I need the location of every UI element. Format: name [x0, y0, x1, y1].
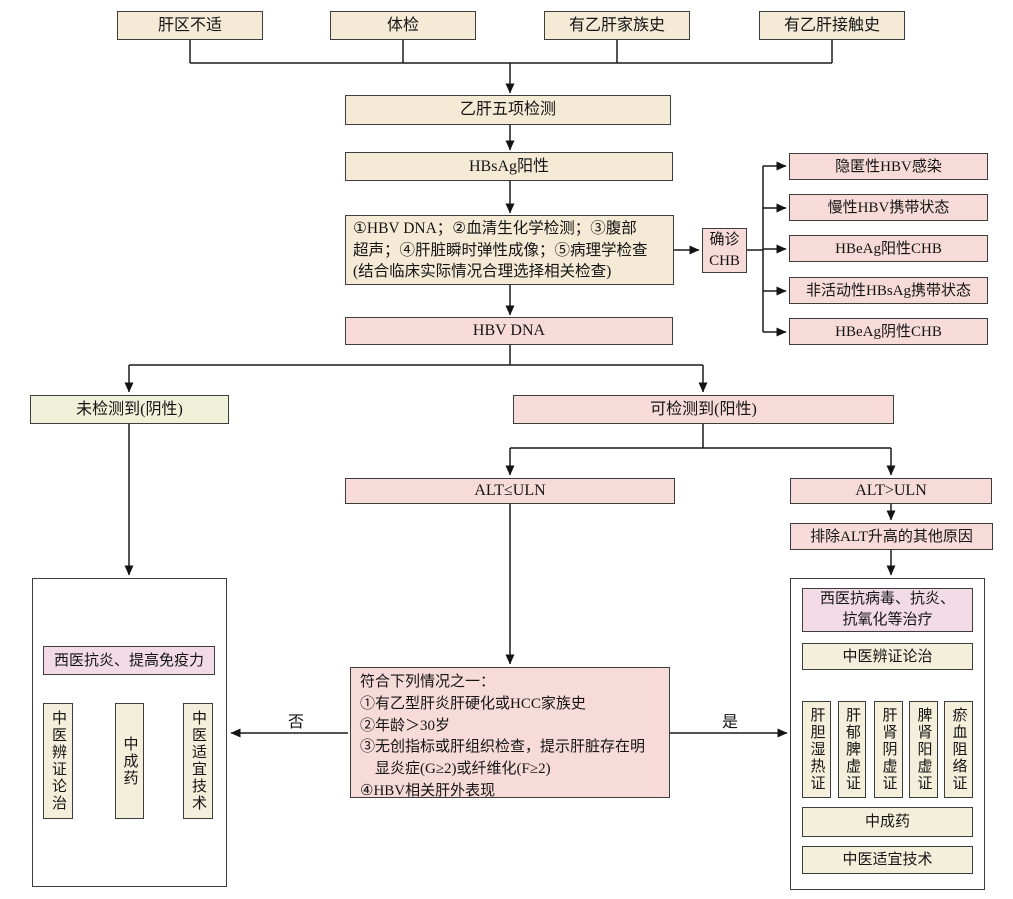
- node-contact-history: 有乙肝接触史: [759, 11, 905, 40]
- node-confirm-chb: 确诊 CHB: [702, 228, 747, 273]
- node-exclude-other-causes: 排除ALT升高的其他原因: [790, 523, 993, 550]
- node-occult-hbv: 隐匿性HBV感染: [789, 153, 988, 180]
- node-alt-normal: ALT≤ULN: [345, 478, 675, 504]
- node-left-chinese-patent-medicine: 中成药: [115, 703, 144, 819]
- node-western-antiviral: 西医抗病毒、抗炎、 抗氧化等治疗: [802, 588, 973, 632]
- label-yes: 是: [722, 714, 739, 731]
- node-hbeag-negative-chb: HBeAg阴性CHB: [789, 318, 988, 345]
- node-syndrome-spleen-kidney-yang-deficiency: 脾肾阳虚证: [909, 701, 938, 798]
- node-inactive-hbsag-carrier: 非活动性HBsAg携带状态: [789, 277, 988, 304]
- node-five-item-test: 乙肝五项检测: [345, 95, 671, 125]
- node-right-chinese-patent-medicine: 中成药: [802, 807, 973, 837]
- node-family-history: 有乙肝家族史: [544, 11, 690, 40]
- node-western-antiinflammatory: 西医抗炎、提高免疫力: [43, 646, 215, 675]
- node-left-tcm-techniques: 中医适宜技术: [183, 703, 213, 819]
- node-syndrome-liver-kidney-yin-deficiency: 肝肾阴虚证: [874, 701, 903, 798]
- node-right-tcm-techniques: 中医适宜技术: [802, 846, 973, 874]
- node-alt-elevated: ALT>ULN: [790, 478, 992, 504]
- node-syndrome-liver-gallbladder-damp-heat: 肝胆湿热证: [802, 701, 831, 798]
- node-dna-positive: 可检测到(阳性): [513, 395, 894, 424]
- node-criteria-list: 符合下列情况之一： ①有乙型肝炎肝硬化或HCC家族史 ②年龄＞30岁 ③无创指标…: [350, 667, 670, 799]
- node-hbeag-positive-chb: HBeAg阳性CHB: [789, 235, 988, 262]
- node-dna-negative: 未检测到(阴性): [30, 395, 229, 424]
- node-hbsag-positive: HBsAg阳性: [345, 152, 673, 181]
- node-left-tcm-syndrome-tx: 中医辨证论治: [43, 703, 73, 819]
- node-workup-list: ①HBV DNA；②血清生化学检测；③腹部 超声；④肝脏瞬时弹性成像；⑤病理学检…: [345, 215, 674, 285]
- node-syndrome-liver-depression-spleen-deficiency: 肝郁脾虚证: [838, 701, 866, 798]
- node-hbv-dna: HBV DNA: [345, 317, 673, 345]
- node-right-tcm-syndrome-tx: 中医辨证论治: [802, 643, 973, 670]
- node-syndrome-blood-stasis: 瘀血阻络证: [944, 701, 973, 798]
- node-physical-exam: 体检: [330, 11, 476, 40]
- node-chronic-carrier: 慢性HBV携带状态: [789, 194, 988, 221]
- label-no: 否: [288, 714, 305, 731]
- node-liver-discomfort: 肝区不适: [117, 11, 263, 40]
